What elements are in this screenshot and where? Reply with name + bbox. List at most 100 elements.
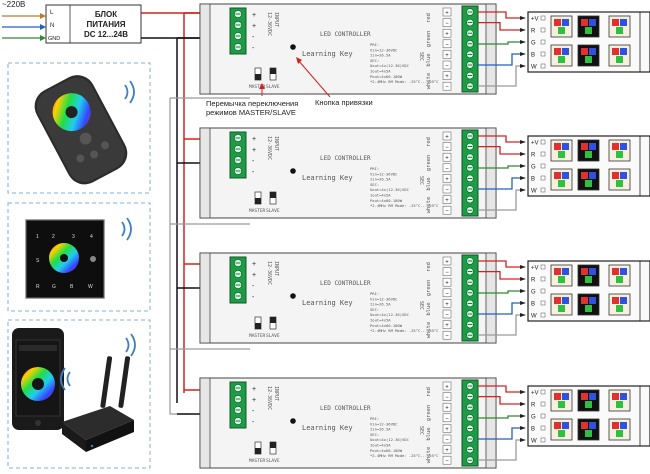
output-channel-label: white xyxy=(426,73,432,90)
rgbw-led xyxy=(550,264,573,287)
master-label: MASTER xyxy=(249,333,266,339)
input-terminal-sign: + xyxy=(252,397,256,404)
spec-line: PRI: xyxy=(370,166,379,171)
strip-terminal-label: G xyxy=(531,41,536,47)
output-terminal-sign: + xyxy=(445,32,449,38)
input-terminal-sign: - xyxy=(252,45,255,52)
strip-terminal-label: R xyxy=(531,153,536,159)
output-terminal-sign: − xyxy=(445,188,449,194)
input-terminal-sign: + xyxy=(252,12,256,19)
spec-line: SEC: xyxy=(370,432,379,437)
rgbw-led xyxy=(577,418,600,441)
wall-label-g: G xyxy=(52,284,56,290)
wireless-signal-icon xyxy=(124,80,135,104)
sync-bus xyxy=(169,98,190,415)
learning-key-button xyxy=(290,418,296,424)
input-voltage: 12-36VDC xyxy=(266,261,272,285)
smartphone-icon xyxy=(12,328,64,430)
input-terminal-block xyxy=(229,256,247,304)
controller-name: LED CONTROLLER xyxy=(320,405,371,412)
output-label: SEC xyxy=(418,301,424,310)
output-channel-label: blue xyxy=(426,427,432,440)
output-terminal-sign: + xyxy=(445,281,449,287)
psu-terminal-n: N xyxy=(50,23,54,29)
rgbw-led xyxy=(550,418,573,441)
output-terminal-sign: − xyxy=(445,416,449,422)
remote-control-icon xyxy=(34,75,128,185)
wall-label-b: B xyxy=(70,284,74,290)
binding-button-callout-label: Кнопка привязки xyxy=(315,98,373,107)
strip-terminal-label: +V xyxy=(531,266,539,272)
output-terminal-sign: + xyxy=(445,156,449,162)
output-label: SEC xyxy=(418,52,424,61)
rgbw-led xyxy=(608,264,631,287)
rgbw-led xyxy=(577,15,600,38)
controller-name: LED CONTROLLER xyxy=(320,155,371,162)
jumper-callout-line1: Перемычка переключения xyxy=(206,99,298,108)
spec-line: Vin=12-36VDC xyxy=(370,421,397,426)
input-voltage: 12-36VDC xyxy=(266,386,272,410)
output-terminal-sign: − xyxy=(445,64,449,70)
strip-terminal-label: +V xyxy=(531,17,539,23)
input-terminal-sign: - xyxy=(252,283,255,290)
master-label: MASTER xyxy=(249,84,266,90)
spec-line: Vin=12-36VDC xyxy=(370,296,397,301)
output-terminal-sign: + xyxy=(445,385,449,391)
input-terminal-sign: + xyxy=(252,272,256,279)
input-terminal-sign: + xyxy=(252,261,256,268)
output-channel-label: blue xyxy=(426,302,432,315)
input-terminal-sign: + xyxy=(252,23,256,30)
output-channel-label: white xyxy=(426,447,432,464)
output-terminal-sign: + xyxy=(445,406,449,412)
learning-key-label: Learning Key xyxy=(302,50,353,58)
spec-line: Vin=12-36VDC xyxy=(370,171,397,176)
strip-terminal-label: +V xyxy=(531,391,539,397)
slave-label: SLAVE xyxy=(266,458,280,464)
rgbw-led xyxy=(608,389,631,412)
output-terminal-sign: + xyxy=(445,448,449,454)
learning-key-label: Learning Key xyxy=(302,174,353,182)
spec-line: *2.4MHz RM Mode: -25°C...+55°C xyxy=(370,79,439,84)
output-terminal-sign: + xyxy=(445,177,449,183)
spec-line: Pout=4x60-180W xyxy=(370,198,403,203)
input-terminal-sign: - xyxy=(252,419,255,426)
output-terminal-sign: − xyxy=(445,291,449,297)
input-label: INPUT xyxy=(273,136,279,151)
output-terminal-sign: − xyxy=(445,438,449,444)
output-terminal-sign: − xyxy=(445,334,449,340)
spec-line: Uout=4x(12-36)VDC xyxy=(370,312,409,317)
spec-line: Uout=4x(12-36)VDC xyxy=(370,187,409,192)
output-terminal-sign: + xyxy=(445,427,449,433)
input-terminal-block xyxy=(229,381,247,429)
output-channel-label: white xyxy=(426,197,432,214)
spec-line: PRI: xyxy=(370,416,379,421)
strip-terminal-label: +V xyxy=(531,141,539,147)
wall-label-s: S xyxy=(36,258,40,264)
strip-terminal-label: G xyxy=(531,290,536,296)
power-supply: L N GND БЛОК ПИТАНИЯ DC 12...24В xyxy=(45,4,142,44)
wireless-signal-icon xyxy=(121,217,132,241)
output-channel-label: green xyxy=(426,280,432,297)
strip-terminal-label: W xyxy=(531,65,537,71)
input-label: INPUT xyxy=(273,386,279,401)
rgbw-led xyxy=(577,293,600,316)
rgbw-led xyxy=(608,44,631,67)
output-terminal-sign: + xyxy=(445,198,449,204)
output-terminal-sign: − xyxy=(445,395,449,401)
strip-terminal-label: G xyxy=(531,415,536,421)
output-channel-label: blue xyxy=(426,53,432,66)
spec-line: Pout=4x60-180W xyxy=(370,448,403,453)
psu-title-3: DC 12...24В xyxy=(84,30,128,39)
master-label: MASTER xyxy=(249,458,266,464)
output-terminal-sign: + xyxy=(445,323,449,329)
input-terminal-sign: + xyxy=(252,147,256,154)
input-terminal-sign: - xyxy=(252,169,255,176)
output-terminal-sign: − xyxy=(445,209,449,215)
spec-line: Uout=4x(12-36)VDC xyxy=(370,437,409,442)
output-terminal-sign: − xyxy=(445,270,449,276)
spec-line: *2.4MHz RM Mode: -25°C...+55°C xyxy=(370,203,439,208)
